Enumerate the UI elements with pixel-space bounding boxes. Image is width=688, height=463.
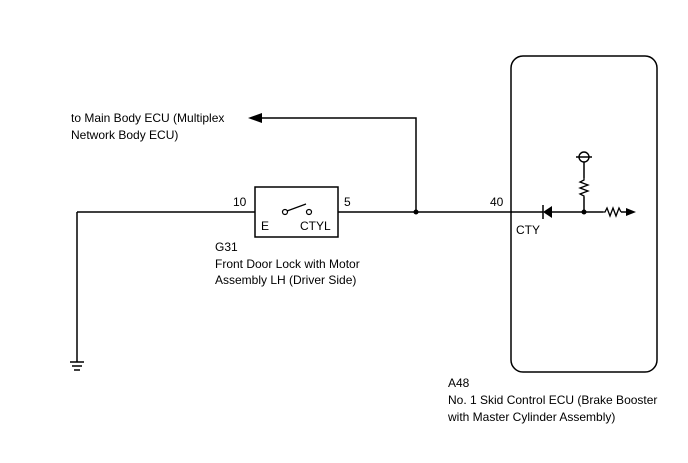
switch-icon <box>281 203 313 216</box>
main-body-ecu-label-line1: to Main Body ECU (Multiplex <box>71 111 224 125</box>
pullup-resistor-icon <box>578 178 590 197</box>
a48-pin: 40 <box>490 195 504 209</box>
series-resistor-icon <box>603 206 622 218</box>
main-body-ecu-label-line2: Network Body ECU) <box>71 128 178 142</box>
arrow-left-icon <box>248 113 262 123</box>
g31-pin-right: 5 <box>344 195 351 209</box>
wire-to-main-body-ecu <box>258 117 417 212</box>
g31-code: G31 <box>215 240 238 254</box>
power-source-icon <box>578 151 590 163</box>
g31-terminal-left: E <box>261 219 269 233</box>
g31-name-line2: Assembly LH (Driver Side) <box>215 273 356 287</box>
a48-code: A48 <box>448 376 470 390</box>
a48-name-line1: No. 1 Skid Control ECU (Brake Booster <box>448 393 657 407</box>
g31-terminal-right: CTYL <box>300 219 331 233</box>
diode-icon <box>542 205 552 219</box>
ground-icon <box>70 361 84 371</box>
a48-terminal: CTY <box>516 223 540 237</box>
a48-ecu-box <box>510 55 658 373</box>
g31-name-line1: Front Door Lock with Motor <box>215 257 360 271</box>
splice-point <box>413 209 419 215</box>
g31-pin-left: 10 <box>233 195 247 209</box>
a48-junction-point <box>581 209 587 215</box>
a48-name-line2: with Master Cylinder Assembly) <box>447 410 615 424</box>
arrow-right-icon <box>626 208 636 216</box>
